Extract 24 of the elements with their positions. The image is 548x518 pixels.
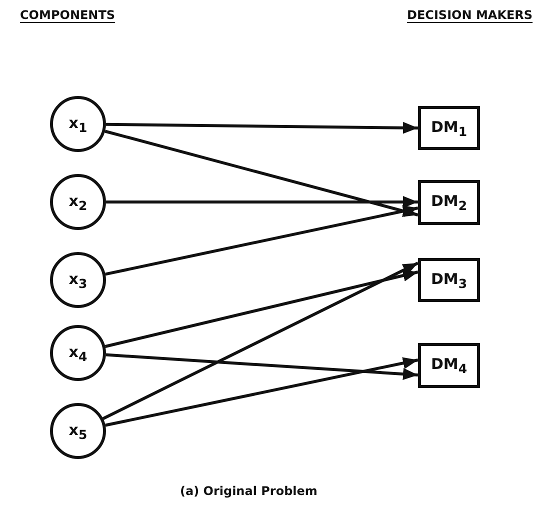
node-label: x$_{3}$ <box>68 270 88 290</box>
decision-maker-box <box>418 258 480 302</box>
arrow <box>106 122 418 134</box>
arrow <box>105 357 418 427</box>
arrow <box>106 353 418 380</box>
node-label: DM$_{1}$ <box>430 118 468 138</box>
decision-maker-box <box>418 343 480 388</box>
caption: (a) Original Problem <box>180 484 318 498</box>
arrow <box>104 270 418 348</box>
arrow <box>104 130 418 217</box>
node-label: DM$_{3}$ <box>430 270 468 290</box>
node-label: x$_{4}$ <box>68 342 88 364</box>
node-label: x$_{2}$ <box>68 192 88 212</box>
arrow <box>106 196 418 208</box>
node-label: DM$_{4}$ <box>430 355 468 376</box>
arrow <box>102 262 419 420</box>
column-heading: COMPONENTS <box>20 8 116 22</box>
node-label: x$_{1}$ <box>68 114 88 134</box>
column-heading: DECISION MAKERS <box>407 8 533 22</box>
node-label: x$_{5}$ <box>68 420 88 442</box>
decision-maker-box <box>418 180 480 225</box>
arrow <box>105 205 418 276</box>
decision-maker-box <box>418 106 480 150</box>
node-label: DM$_{2}$ <box>430 192 468 213</box>
